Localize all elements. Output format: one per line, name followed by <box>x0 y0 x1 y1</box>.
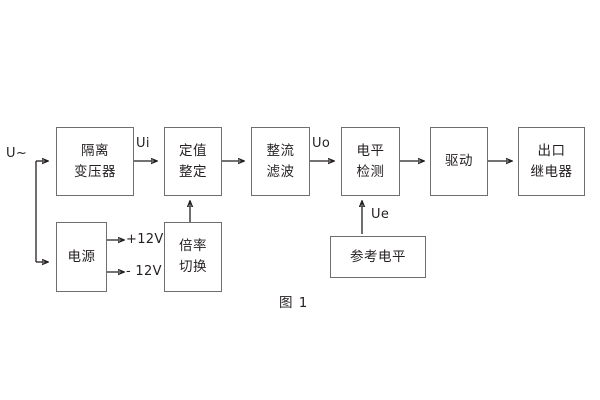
multiplier-switch-line2: 切换 <box>179 259 207 275</box>
signal-label-ue: Ue <box>371 207 390 222</box>
rectify-filter-line1: 整流 <box>266 142 295 159</box>
block-reference-level[interactable]: 参考电平 <box>330 236 426 278</box>
setting-value-line1: 定值 <box>179 142 207 159</box>
power-supply-line1: 电源 <box>67 248 96 265</box>
setting-value-line2: 整定 <box>179 163 207 180</box>
isolation-transformer-line1: 隔离 <box>81 142 109 159</box>
block-power-supply[interactable]: 电源 <box>56 222 107 292</box>
signal-label-uo: Uo <box>312 136 331 151</box>
figure-caption: 图 1 <box>279 295 309 311</box>
level-detect-line1: 电平 <box>356 142 385 159</box>
multiplier-switch-line1: 倍率 <box>179 238 207 255</box>
output-relay-line2: 继电器 <box>530 163 573 180</box>
reference-level-line1: 参考电平 <box>350 248 406 265</box>
block-rectify-filter[interactable]: 整流 滤波 <box>251 127 310 196</box>
signal-label-rail-positive: +12V <box>126 232 164 247</box>
block-driver[interactable]: 驱动 <box>430 127 488 196</box>
output-relay-line1: 出口 <box>537 142 566 159</box>
isolation-transformer-line2: 变压器 <box>74 163 116 180</box>
block-isolation-transformer[interactable]: 隔离 变压器 <box>56 127 134 196</box>
level-detect-line2: 检测 <box>356 163 385 180</box>
signal-label-ui: Ui <box>136 136 150 151</box>
block-setting-value[interactable]: 定值 整定 <box>164 127 222 196</box>
block-output-relay[interactable]: 出口 继电器 <box>518 127 585 196</box>
rectify-filter-line2: 滤波 <box>266 163 295 180</box>
block-multiplier-switch[interactable]: 倍率 切换 <box>164 222 222 292</box>
signal-label-rail-negative: - 12V <box>126 264 162 279</box>
block-level-detect[interactable]: 电平 检测 <box>341 127 400 196</box>
driver-line1: 驱动 <box>445 153 473 170</box>
source-label-u: U~ <box>6 146 28 161</box>
